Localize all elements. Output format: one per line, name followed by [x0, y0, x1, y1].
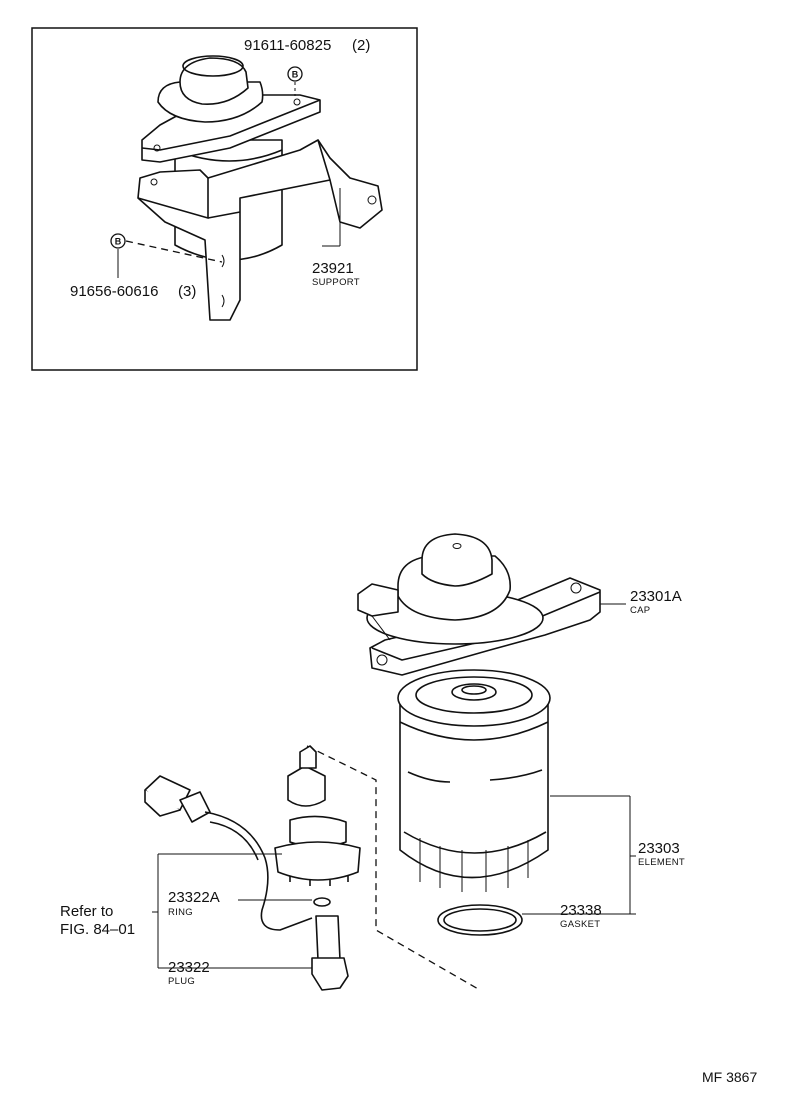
badge-b-top-letter: B — [292, 70, 299, 80]
plug-part-number: 23322 — [168, 959, 210, 976]
callout-left-part-number: 91656-60616 — [70, 283, 158, 300]
gasket-drawing — [437, 904, 523, 936]
cap-part-number: 23301A — [630, 588, 682, 605]
support-part-number: 23921 — [312, 260, 354, 277]
leader-lines — [152, 603, 636, 969]
assembly-guide-line — [306, 745, 481, 991]
cap-drawing — [357, 533, 601, 676]
callout-top-part-number: 91611-60825 — [244, 37, 331, 54]
inset-support-bracket — [137, 139, 383, 321]
inset-support-detail: B B 91611-60825 (2) 91656-60616 (3) 2392… — [31, 27, 418, 371]
inset-callouts: B B — [110, 66, 341, 278]
badge-b-left — [110, 233, 126, 249]
cap-part-name: CAP — [630, 605, 650, 616]
ring-part-name: RING — [168, 907, 193, 918]
gasket-part-name: GASKET — [560, 919, 600, 930]
plug-part-name: PLUG — [168, 976, 195, 987]
main-exploded-view: 23301A CAP 23303 ELEMENT 23338 GASKET 23… — [60, 533, 685, 991]
support-part-name: SUPPORT — [312, 277, 360, 288]
element-part-name: ELEMENT — [638, 857, 685, 868]
callout-left-quantity: (3) — [178, 283, 196, 300]
callout-top-quantity: (2) — [352, 37, 370, 54]
figure-code: MF 3867 — [702, 1069, 757, 1085]
inset-frame — [31, 27, 418, 371]
badge-b-top — [287, 66, 303, 82]
sensor-assembly-drawing — [144, 745, 361, 991]
badge-b-left-letter: B — [115, 237, 122, 247]
refer-to-line2: FIG. 84–01 — [60, 921, 135, 938]
element-drawing — [397, 669, 551, 892]
refer-to-line1: Refer to — [60, 903, 113, 920]
element-part-number: 23303 — [638, 840, 680, 857]
ring-part-number: 23322A — [168, 889, 220, 906]
gasket-part-number: 23338 — [560, 902, 602, 919]
